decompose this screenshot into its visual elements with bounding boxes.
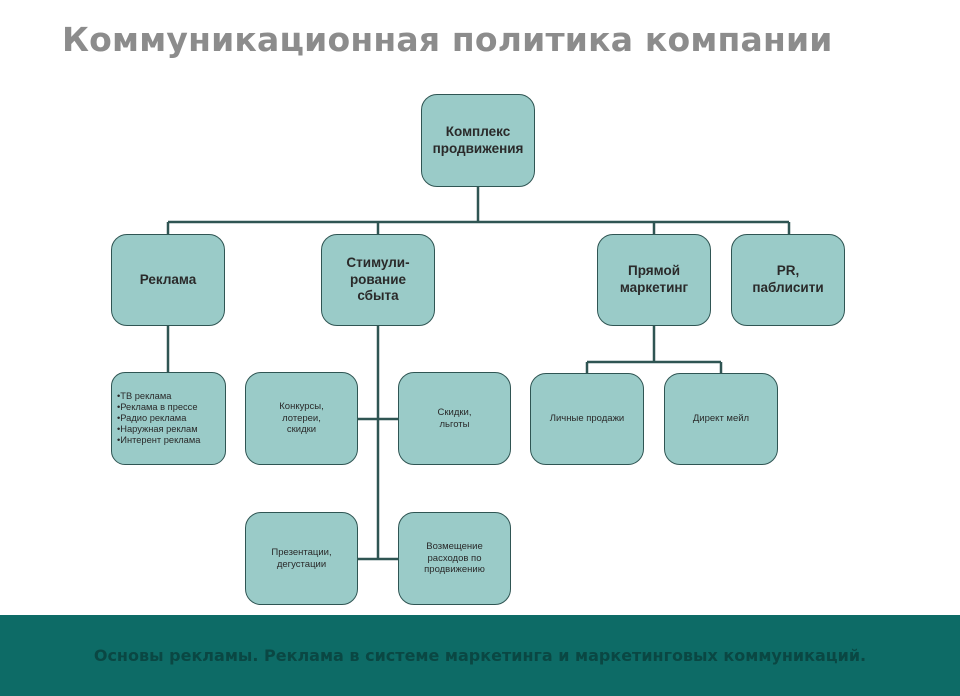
node-pr-label: PR, паблисити [752, 263, 824, 295]
node-contests: Конкурсы, лотереи, скидки [245, 372, 358, 465]
footer-bar: Основы рекламы. Реклама в системе маркет… [0, 615, 960, 696]
node-personal-sales-label: Личные продажи [549, 413, 625, 425]
node-discounts-label: Скидки, льготы [437, 407, 472, 430]
node-direct-mail-label: Директ мейл [692, 413, 750, 425]
node-sales-promotion: Стимули- рование сбыта [321, 234, 435, 326]
list-item: ТВ реклама [117, 391, 200, 402]
node-presentations-label: Презентации, дегустации [271, 547, 332, 570]
node-advertising-label: Реклама [139, 271, 197, 287]
root-node-promotion-mix: Комплекс продвижения [421, 94, 535, 187]
node-personal-sales: Личные продажи [530, 373, 644, 465]
root-node-label: Комплекс продвижения [432, 123, 524, 156]
node-advertising: Реклама [111, 234, 225, 326]
node-reimbursement: Возмещение расходов по продвижению [398, 512, 511, 605]
advertising-channels-list: ТВ реклама Реклама в прессе Радио реклам… [111, 372, 226, 465]
page-title: Коммуникационная политика компании [62, 20, 833, 59]
node-reimbursement-label: Возмещение расходов по продвижению [424, 541, 485, 576]
node-direct-mail: Директ мейл [664, 373, 778, 465]
list-item: Реклама в прессе [117, 402, 200, 413]
node-direct-marketing-label: Прямой маркетинг [619, 263, 689, 295]
node-pr: PR, паблисити [731, 234, 845, 326]
node-sales-promotion-label: Стимули- рование сбыта [346, 254, 410, 304]
node-contests-label: Конкурсы, лотереи, скидки [279, 401, 324, 436]
node-direct-marketing: Прямой маркетинг [597, 234, 711, 326]
node-presentations: Презентации, дегустации [245, 512, 358, 605]
footer-text: Основы рекламы. Реклама в системе маркет… [93, 646, 867, 665]
list-item: Наружная реклам [117, 424, 200, 435]
node-discounts: Скидки, льготы [398, 372, 511, 465]
list-item: Интерент реклама [117, 435, 200, 446]
connector-lines [166, 187, 791, 561]
list-item: Радио реклама [117, 413, 200, 424]
